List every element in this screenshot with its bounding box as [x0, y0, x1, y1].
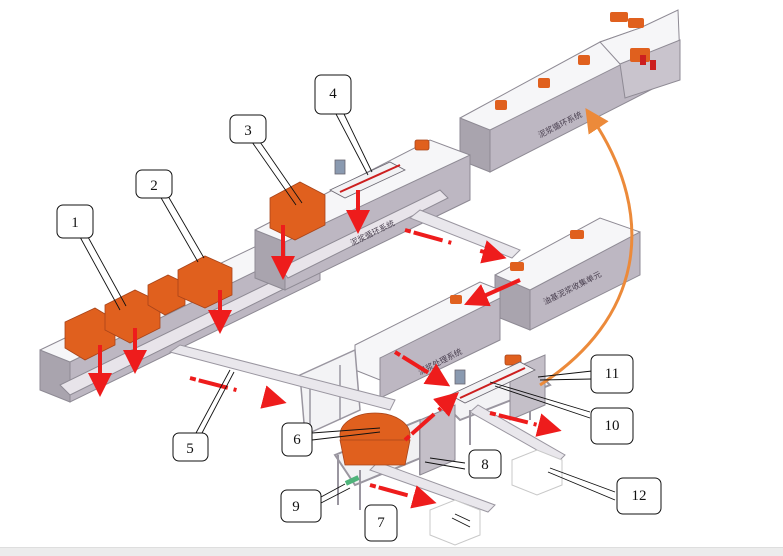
svg-text:1: 1	[71, 215, 79, 231]
flow-arrow	[403, 392, 459, 442]
callout-8: 8	[468, 449, 502, 479]
callout-7: 7	[364, 504, 398, 542]
pump-icon	[510, 262, 524, 271]
pump-icon	[570, 230, 584, 239]
centrifuge-upper	[329, 159, 406, 199]
discharge-pipe-icon	[344, 475, 360, 486]
svg-text:10: 10	[605, 418, 620, 434]
flow-arrow	[369, 483, 437, 509]
svg-text:2: 2	[150, 178, 158, 194]
callout-2: 2	[135, 169, 173, 199]
shale-shaker-1b-icon	[104, 289, 161, 344]
agitator-icon	[610, 12, 656, 70]
flow-arrow	[464, 278, 521, 307]
callout-5: 5	[172, 432, 209, 462]
cuttings-boxes	[429, 449, 563, 546]
callout-12: 12	[616, 477, 662, 515]
shale-shaker-1-icon	[64, 307, 116, 361]
svg-text:7: 7	[377, 515, 385, 531]
callout-3: 3	[229, 114, 267, 144]
svg-text:11: 11	[605, 366, 619, 382]
secondary-tank: 泥浆循环系统	[254, 139, 471, 291]
desander-icon	[147, 274, 186, 316]
svg-text:3: 3	[244, 123, 252, 139]
callout-11: 11	[590, 354, 634, 394]
pump-icon	[450, 295, 462, 304]
dryer-icon	[339, 412, 411, 466]
svg-text:6: 6	[293, 432, 301, 448]
flow-arrow	[189, 376, 287, 409]
callout-10: 10	[590, 407, 634, 445]
flow-arrows	[88, 190, 562, 509]
flow-arrow	[404, 228, 507, 264]
flow-arrow	[393, 350, 451, 387]
return-line	[539, 108, 634, 387]
bottom-band	[0, 547, 783, 556]
collection-unit-tank: 油基泥浆收集单元	[494, 217, 641, 331]
callout-6: 6	[281, 422, 313, 457]
svg-text:5: 5	[186, 441, 194, 457]
callout-1: 1	[56, 204, 94, 239]
circulation-tank: 泥浆循环系统	[459, 9, 681, 173]
svg-text:9: 9	[292, 499, 300, 515]
svg-text:8: 8	[481, 457, 489, 473]
centrifuge-upper-pump-icon	[414, 139, 430, 151]
callout-4: 4	[314, 74, 352, 115]
svg-text:12: 12	[632, 488, 647, 504]
leader-lines	[79, 113, 616, 528]
pump-icon	[495, 55, 590, 110]
flow-arrow	[489, 411, 562, 437]
callout-9: 9	[280, 489, 322, 523]
svg-text:4: 4	[329, 86, 337, 102]
